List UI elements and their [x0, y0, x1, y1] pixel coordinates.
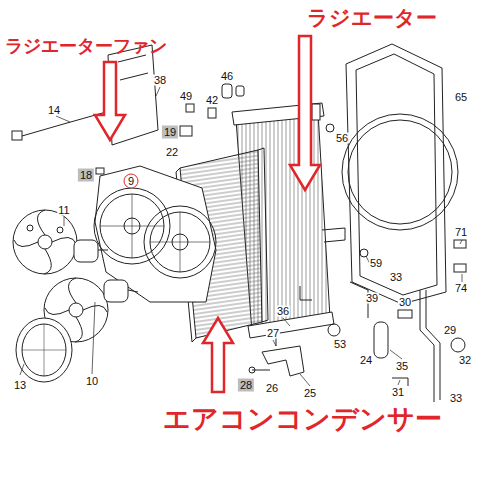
callout-number: 19	[162, 126, 178, 139]
mount-bracket	[249, 338, 304, 376]
fan-shroud-rear	[342, 114, 458, 230]
leader-lines	[20, 240, 462, 375]
callout-number: 42	[205, 95, 219, 106]
fan-shroud-rear	[342, 44, 458, 304]
cover-plate	[118, 55, 148, 80]
ac-lines	[426, 290, 440, 400]
callout-number: 46	[220, 71, 234, 82]
callout-number: 29	[443, 325, 457, 336]
wire-harness	[12, 112, 106, 140]
callout-number: 30	[398, 297, 412, 308]
ac-lines	[451, 338, 465, 352]
callout-number: 32	[458, 355, 472, 366]
fan-shroud-rear	[348, 120, 452, 224]
callout-number: 28	[238, 379, 254, 392]
fan-motor	[104, 280, 128, 302]
part-name-label: エアコンコンデンサー	[163, 405, 442, 432]
ac-lines	[374, 322, 388, 358]
fan-shroud-front	[100, 194, 210, 272]
part-name-label: ラジエーターファン	[5, 37, 167, 55]
pointer-arrows	[203, 318, 233, 392]
fan-blades	[14, 210, 76, 274]
ac-condenser	[258, 148, 268, 322]
callout-number: 71	[454, 227, 468, 238]
screw-parts	[27, 84, 466, 272]
screw-parts	[326, 124, 334, 132]
screw-parts	[57, 227, 63, 233]
screw-parts	[180, 126, 192, 136]
wire-harness	[22, 112, 106, 136]
ac-lines	[420, 290, 434, 402]
fan-shroud-rear	[356, 54, 437, 295]
callout-number: 18	[78, 169, 94, 182]
callout-number: 33	[449, 393, 463, 404]
callout-number: 38	[153, 75, 167, 86]
callout-number: 13	[13, 380, 27, 391]
ac-lines	[328, 282, 465, 402]
screw-parts	[236, 86, 244, 96]
screw-parts	[208, 108, 216, 118]
callout-number: 31	[391, 387, 405, 398]
fan-shroud-rear	[346, 44, 446, 304]
mount-bracket	[252, 338, 276, 370]
callout-number: 22	[165, 147, 179, 158]
callout-number: 33	[389, 272, 403, 283]
callout-number: 59	[369, 258, 383, 269]
fan-shroud-front	[94, 166, 216, 302]
fan-motor	[74, 240, 138, 302]
radiator	[322, 228, 345, 242]
screw-parts	[360, 249, 368, 257]
callout-number: 24	[359, 355, 373, 366]
screw-parts	[27, 225, 33, 231]
callout-number: 36	[276, 306, 290, 317]
line-art	[12, 44, 466, 402]
callout-number: 56	[335, 133, 349, 144]
screw-parts	[96, 168, 104, 174]
pointer-arrows	[95, 36, 320, 392]
pointer-arrows	[290, 36, 320, 190]
fan-motor	[98, 250, 138, 292]
callout-number: 35	[395, 361, 409, 372]
callout-number: 49	[179, 91, 193, 102]
fan-motor	[74, 240, 98, 262]
callout-number: 10	[85, 376, 99, 387]
ac-lines	[392, 378, 408, 386]
fan-blades	[38, 235, 52, 249]
fan-ring	[16, 318, 72, 382]
callout-number: 25	[303, 388, 317, 399]
callout-number: 11	[57, 205, 70, 216]
mount-bracket	[249, 367, 255, 373]
part-name-label: ラジエーター	[307, 8, 437, 29]
callout-number: 27	[266, 328, 280, 339]
callout-number: 53	[333, 339, 347, 350]
fan-shroud-front	[95, 166, 216, 302]
fan-ring	[22, 324, 66, 376]
fan-ring	[16, 318, 72, 382]
callout-number: 65	[454, 92, 468, 103]
fan-ring	[22, 324, 66, 376]
fan-blades	[69, 303, 83, 317]
radiator	[312, 104, 320, 120]
callout-number: 26	[265, 383, 279, 394]
callout-number: 14	[47, 105, 61, 116]
screw-parts	[454, 264, 466, 272]
ac-lines	[398, 310, 412, 318]
leader-lines	[20, 87, 462, 386]
fan-blades	[13, 210, 77, 274]
callout-number: 39	[365, 293, 379, 304]
mount-bracket	[262, 346, 304, 376]
wire-harness	[12, 131, 22, 140]
callout-number: 74	[454, 283, 468, 294]
radiator	[300, 286, 312, 300]
ac-lines	[328, 324, 340, 336]
pointer-arrows	[95, 62, 125, 140]
screw-parts	[222, 84, 232, 98]
screw-parts	[186, 104, 194, 112]
fan-blades	[13, 210, 108, 342]
callout-number: 9	[124, 174, 139, 189]
